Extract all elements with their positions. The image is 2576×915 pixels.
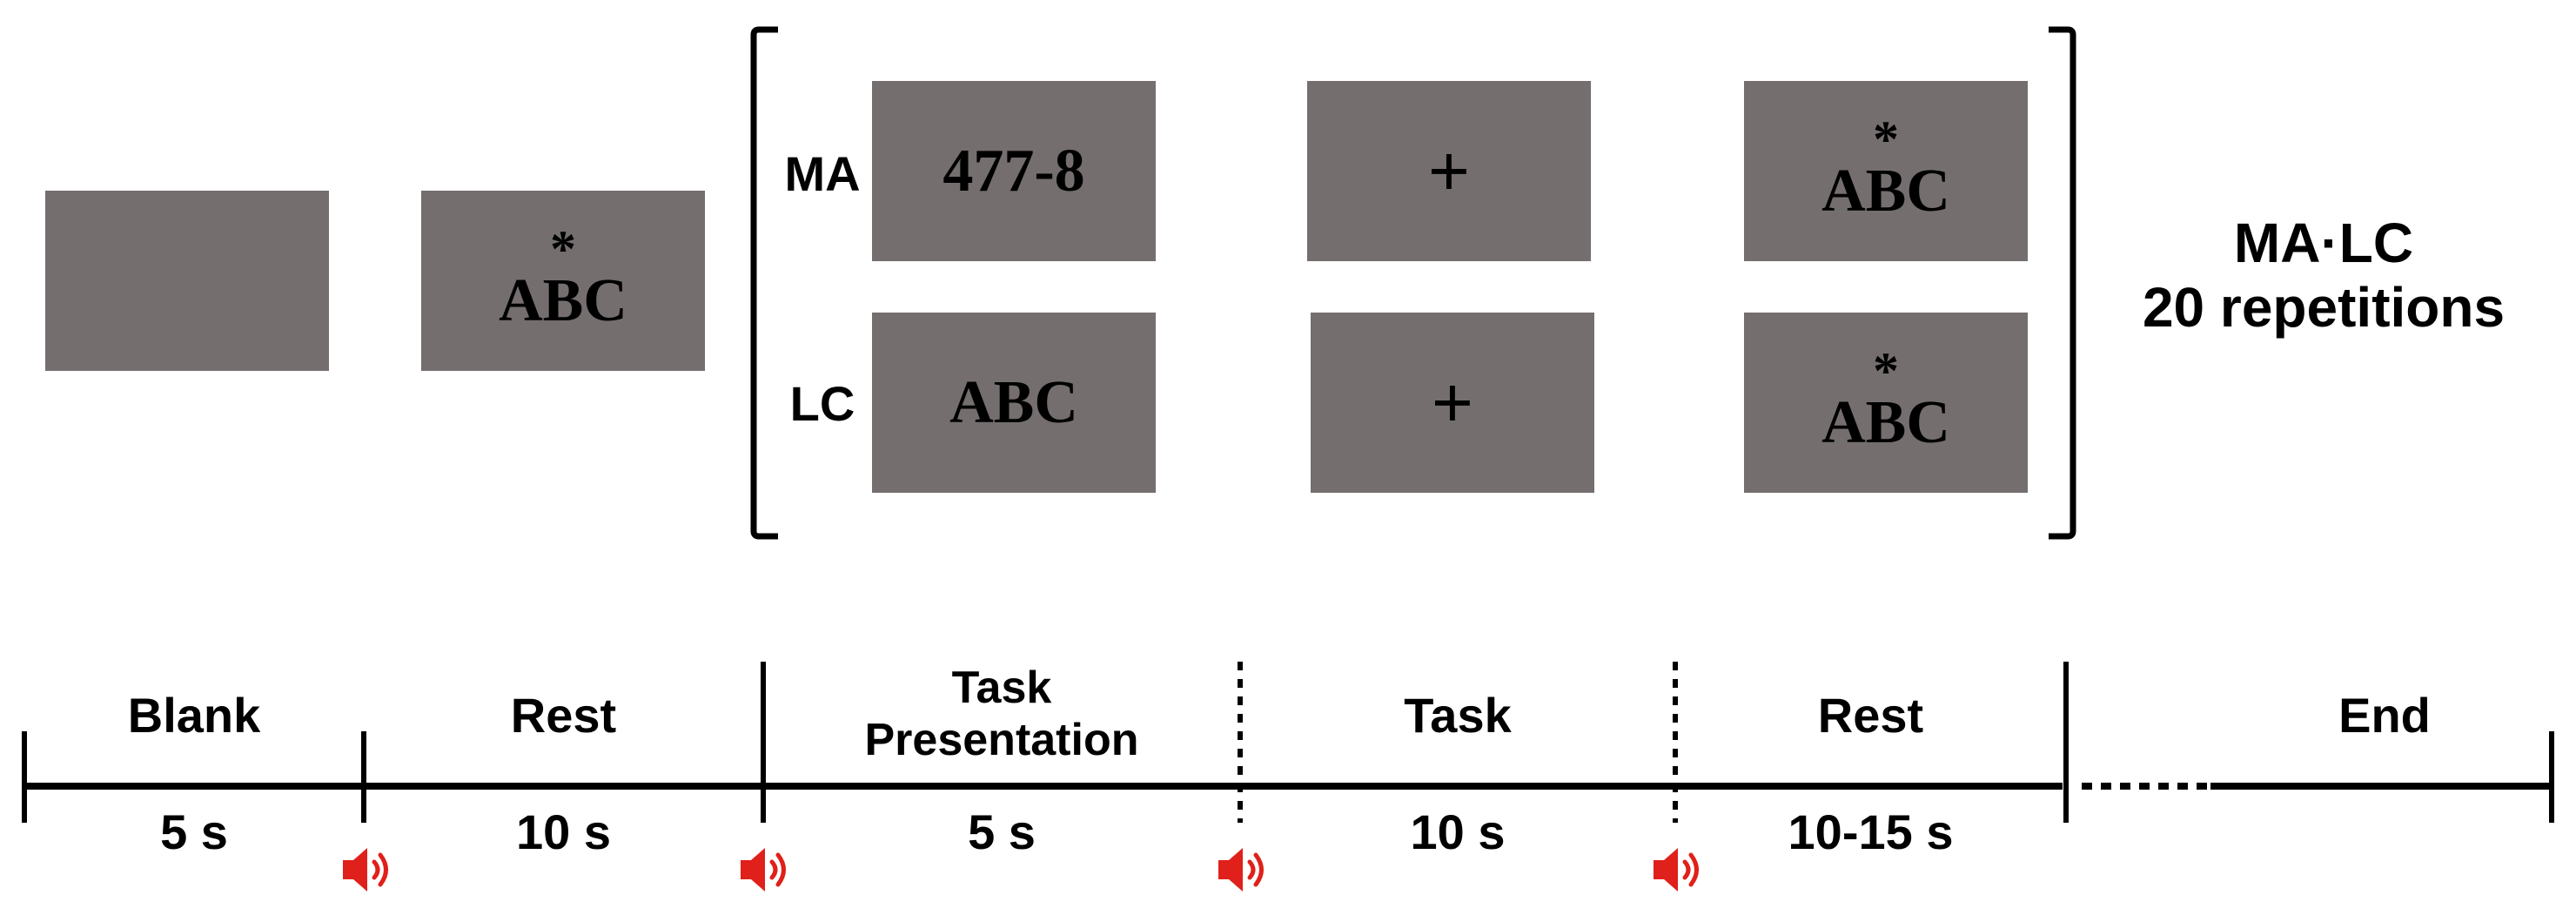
- left-bracket: [750, 26, 778, 540]
- lc-row-label: LC: [789, 376, 855, 431]
- speaker-icon: [343, 848, 388, 891]
- ma-row-label: MA: [784, 146, 861, 201]
- repetition-count: 20 repetitions: [2142, 276, 2506, 339]
- phase-task-label: Task: [1404, 688, 1512, 743]
- ma-task-screen: +: [1307, 81, 1591, 261]
- phase-end-label: End: [2338, 688, 2431, 743]
- blank-screen: [45, 191, 329, 371]
- phase-rest-label: Rest: [510, 688, 617, 743]
- lc-rest-screen: * ABC: [1744, 313, 2028, 493]
- duration-presentation: 5 s: [968, 804, 1036, 859]
- fixation-cross: +: [1428, 131, 1470, 211]
- phase-presentation-label: Task Presentation: [763, 662, 1240, 766]
- ma-presentation-screen: 477-8: [872, 81, 1156, 261]
- fixation-star: *: [1873, 110, 1899, 168]
- fixation-star: *: [1873, 341, 1899, 400]
- screen-text: ABC: [949, 368, 1078, 436]
- phase-rest2-label: Rest: [1817, 688, 1924, 743]
- right-bracket: [2049, 26, 2076, 540]
- duration-task: 10 s: [1410, 804, 1506, 859]
- screen-text: ABC: [499, 266, 627, 334]
- duration-rest2: 10-15 s: [1788, 804, 1954, 859]
- lc-presentation-screen: ABC: [872, 313, 1156, 493]
- speaker-icon: [1218, 848, 1264, 891]
- speaker-icon: [741, 848, 786, 891]
- initial-rest-screen: * ABC: [421, 191, 705, 371]
- fixation-star: *: [550, 219, 576, 278]
- lc-task-screen: +: [1311, 313, 1594, 493]
- duration-blank: 5 s: [160, 804, 228, 859]
- screen-text: ABC: [1821, 388, 1950, 456]
- phase-presentation-line2: Presentation: [864, 715, 1139, 765]
- screen-text: ABC: [1821, 157, 1950, 225]
- fixation-cross: +: [1432, 362, 1473, 442]
- speaker-icon: [1654, 848, 1699, 891]
- ma-rest-screen: * ABC: [1744, 81, 2028, 261]
- repetition-title: MA·LC: [2233, 212, 2414, 274]
- phase-blank-label: Blank: [127, 688, 261, 743]
- screen-text: 477-8: [943, 137, 1085, 205]
- phase-presentation-line1: Task: [951, 663, 1052, 713]
- repetition-label: MA·LC 20 repetitions: [2089, 211, 2559, 340]
- duration-rest: 10 s: [516, 804, 611, 859]
